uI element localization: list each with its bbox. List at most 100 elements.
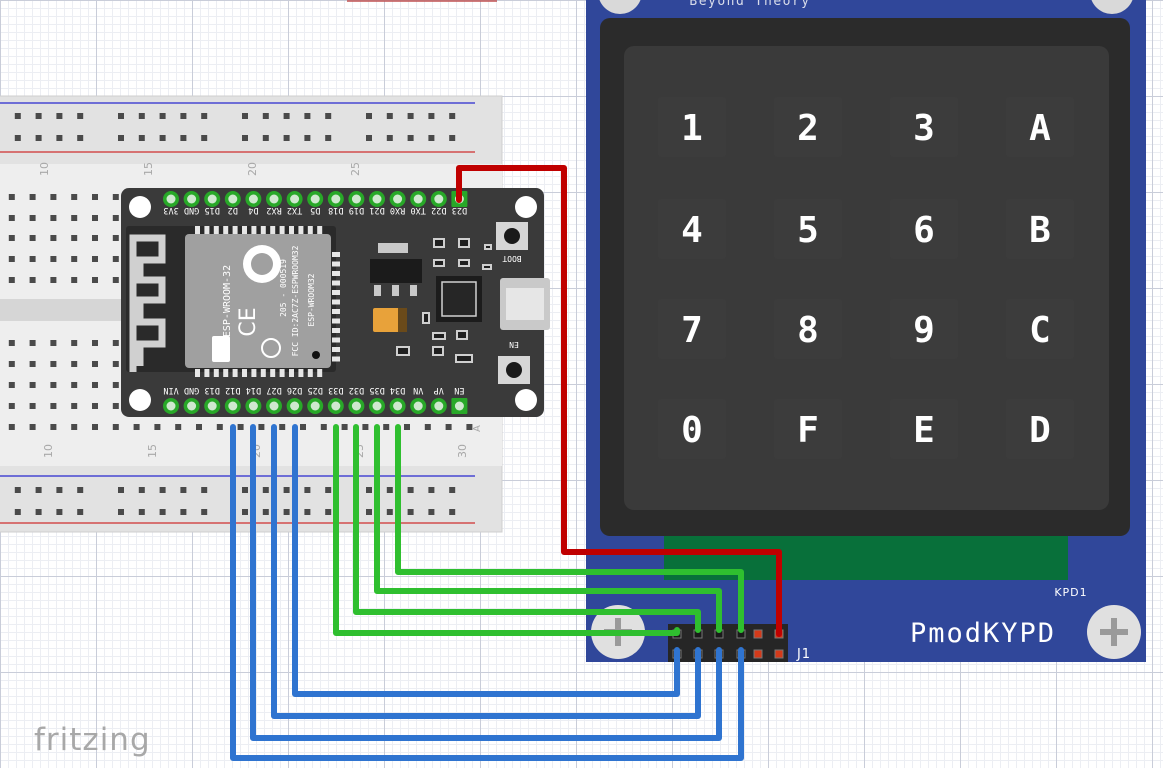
keypad-key-4[interactable]: [658, 199, 726, 259]
module-pad: [213, 226, 219, 234]
breadboard-hole: [8, 382, 15, 388]
esp32-top-pin-label: D23: [452, 205, 467, 215]
esp32-pin-hole: [413, 401, 423, 411]
keypad-key-0[interactable]: [658, 399, 726, 459]
rail-hole: [283, 487, 290, 493]
keypad-key-c[interactable]: [1006, 299, 1074, 359]
keypad-key-f[interactable]: [774, 399, 842, 459]
keypad-key-d[interactable]: [1006, 399, 1074, 459]
breadboard-hole: [71, 256, 78, 262]
esp32-pin-hole: [372, 194, 382, 204]
rail-hole: [201, 487, 208, 493]
mount-hole-top-left: [599, 0, 641, 14]
breadboard-hole: [279, 424, 286, 430]
breadboard-hole: [383, 424, 390, 430]
column-number-top-20: 20: [246, 162, 259, 176]
breadboard-hole: [112, 256, 119, 262]
breadboard-hole: [71, 361, 78, 367]
rail-hole: [138, 487, 145, 493]
breadboard-hole: [29, 256, 36, 262]
rail-hole: [242, 135, 248, 141]
wire-d27-row[interactable]: [353, 424, 701, 633]
module-fcc-text: FCC ID:2AC7Z-ESPWROOM32: [291, 245, 300, 356]
wire-d35-col[interactable]: [250, 424, 722, 741]
smd-body: [434, 348, 442, 354]
rail-hole: [449, 113, 456, 119]
esp32-pin-hole: [454, 401, 464, 411]
rail-hole: [428, 113, 435, 119]
breadboard-hole: [50, 277, 57, 283]
wire-3v3-power[interactable]: [456, 165, 782, 637]
esp32-top-pin-label: TX2: [287, 205, 302, 215]
wire-d33-col[interactable]: [292, 424, 680, 697]
rail-hole: [283, 113, 290, 119]
esp32-pin-headers: [163, 191, 468, 414]
breadboard-hole: [8, 256, 15, 262]
keypad-key-2[interactable]: [774, 97, 842, 157]
boot-button-cap[interactable]: [504, 228, 520, 244]
esp32-pin-hole: [310, 194, 320, 204]
breadboard-hole: [71, 403, 78, 409]
wire-d26-row[interactable]: [333, 424, 680, 636]
keypad-key-a[interactable]: [1006, 97, 1074, 157]
module-pad: [223, 226, 229, 234]
module-pad: [298, 369, 304, 377]
breadboard-hole: [8, 277, 15, 283]
keypad-key-label: F: [797, 410, 819, 451]
breadboard-hole: [92, 194, 98, 200]
module-pad: [251, 369, 257, 377]
esp32-pin-hole: [290, 401, 300, 411]
keypad-key-8[interactable]: [774, 299, 842, 359]
rail-hole: [35, 135, 42, 141]
fritzing-logo: fritzing: [34, 722, 151, 758]
keypad-key-3[interactable]: [890, 97, 958, 157]
rail-hole: [242, 113, 248, 119]
breadboard-hole: [112, 277, 119, 283]
regulator-leg: [374, 285, 381, 296]
esp32-bottom-pin-label: D35: [369, 385, 384, 395]
breadboard-hole: [92, 382, 98, 388]
keypad-face: [624, 46, 1109, 510]
wire-d34-col[interactable]: [230, 424, 744, 761]
module-pad: [298, 226, 304, 234]
breadboard-hole: [29, 215, 36, 221]
smd-body: [434, 334, 444, 338]
module-pad: [195, 369, 200, 377]
module-pad: [332, 309, 340, 314]
fcc-logo: [261, 338, 281, 358]
rail-hole: [283, 509, 290, 515]
keypad-key-1[interactable]: [658, 97, 726, 157]
en-button-cap[interactable]: [506, 362, 522, 378]
keypad-key-5[interactable]: [774, 199, 842, 259]
wire-d14-row[interactable]: [374, 424, 722, 633]
rail-hole: [366, 509, 372, 515]
esp32-pin-labels: 3V3VINGNDGNDD15D13D2D12D4D14RX2D27TX2D26…: [163, 205, 467, 395]
mount-hole-bottom-right: [1087, 605, 1141, 659]
module-pad: [232, 226, 238, 234]
keypad-key-6[interactable]: [890, 199, 958, 259]
keypad-key-e[interactable]: [890, 399, 958, 459]
esp32-pin-hole: [393, 194, 403, 204]
esp32-mount-hole: [515, 389, 537, 411]
esp32-top-pin-label: D19: [349, 205, 364, 215]
module-pad: [213, 369, 219, 377]
breadboard-hole: [258, 424, 265, 430]
wire-d12-row[interactable]: [395, 424, 744, 633]
breadboard-hole: [112, 194, 119, 200]
module-pad: [242, 226, 247, 234]
esp32-top-pin-label: D4: [248, 205, 258, 215]
rail-hole: [428, 135, 435, 141]
keypad-key-7[interactable]: [658, 299, 726, 359]
breadboard-hole: [29, 340, 36, 346]
esp32-mount-hole: [129, 389, 151, 411]
rail-hole: [56, 487, 63, 493]
keypad-key-9[interactable]: [890, 299, 958, 359]
keypad-key-b[interactable]: [1006, 199, 1074, 259]
wires: [230, 165, 782, 761]
module-code-text: 205 - 000519: [279, 259, 288, 317]
wire-d32-col[interactable]: [271, 424, 701, 719]
breadboard-hole: [92, 361, 98, 367]
esp32-top-pin-label: TX0: [411, 205, 426, 215]
